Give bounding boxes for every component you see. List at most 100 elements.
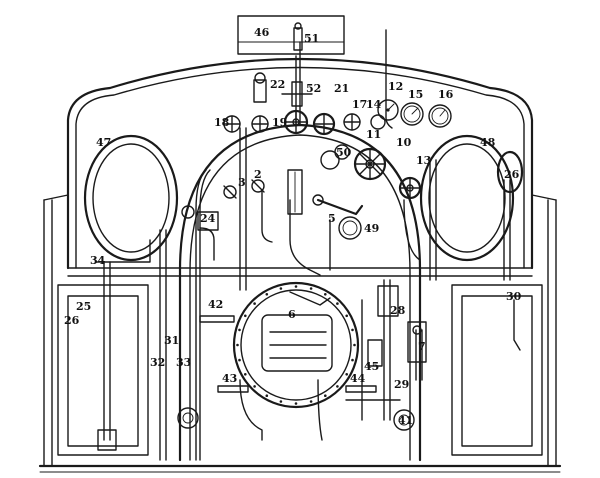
- label-45: 45: [364, 360, 379, 373]
- rivet: [345, 373, 349, 376]
- label-25: 25: [76, 300, 91, 313]
- rivet: [279, 400, 283, 403]
- injector-24: [181, 205, 219, 231]
- handwheel-19: [283, 109, 309, 135]
- device-45: [367, 339, 383, 367]
- rivet: [236, 343, 239, 347]
- valve-2: [251, 179, 265, 193]
- label-46: 46: [254, 26, 270, 39]
- rivet: [253, 302, 256, 305]
- rivet: [238, 328, 241, 332]
- rivet: [253, 385, 256, 388]
- bracket-43: [217, 385, 249, 393]
- label-26-left: 26: [64, 314, 80, 327]
- valve-3: [223, 185, 237, 199]
- gauge-50: [320, 144, 350, 170]
- label-16: 16: [438, 88, 454, 101]
- label-19: 19: [272, 116, 287, 129]
- top-valve-52: [281, 81, 313, 107]
- label-14: 14: [366, 98, 382, 111]
- label-50: 50: [336, 146, 352, 159]
- rivet: [294, 285, 298, 288]
- label-42: 42: [208, 298, 223, 311]
- regulator-5: [312, 194, 364, 216]
- device-28: [377, 285, 399, 317]
- rivet: [345, 314, 349, 318]
- label-13: 13: [416, 154, 431, 167]
- lower-left-valve: [177, 407, 199, 429]
- water-glass: [287, 169, 303, 215]
- rivet: [279, 287, 283, 290]
- device-7: [407, 321, 427, 363]
- handwheel-19b: [251, 115, 269, 133]
- whistle-51: [293, 22, 303, 51]
- bracket-42: [199, 315, 235, 323]
- cab-outline: [38, 15, 562, 473]
- label-12: 12: [388, 80, 403, 93]
- handwheel-21: [312, 112, 336, 136]
- left-cabinet: [57, 284, 149, 456]
- label-41: 41: [398, 414, 413, 427]
- reference-labels: 46 51 22 52 21 12 15 16 14 18 19 17 11 1…: [64, 26, 522, 427]
- label-28: 28: [390, 304, 406, 317]
- label-44: 44: [350, 372, 366, 385]
- label-32: 32: [150, 356, 165, 369]
- handwheel-17: [343, 113, 361, 131]
- gauge-49: [338, 216, 362, 240]
- handwheel-11: [353, 147, 387, 181]
- gauge-16: [428, 104, 452, 128]
- label-3: 3: [238, 176, 246, 189]
- bracket-44: [345, 385, 377, 393]
- label-11: 11: [366, 128, 381, 141]
- label-21: 21: [334, 82, 349, 95]
- label-5: 5: [328, 212, 336, 225]
- label-29: 29: [394, 378, 409, 391]
- pipework: [95, 29, 521, 461]
- rivet: [336, 385, 339, 388]
- rivet: [351, 358, 354, 362]
- label-49: 49: [364, 222, 379, 235]
- firebox-door: [232, 281, 360, 409]
- rivet: [351, 328, 354, 332]
- label-48: 48: [480, 136, 496, 149]
- rivet: [324, 394, 327, 398]
- right-cabinet: [451, 284, 543, 456]
- gauge-26-right: [496, 150, 524, 194]
- rivet: [324, 293, 327, 296]
- gauge-15: [400, 102, 424, 126]
- gauge-14: [370, 114, 386, 130]
- rivet: [238, 358, 241, 362]
- rivet: [244, 314, 247, 318]
- label-18: 18: [214, 116, 230, 129]
- handwheel-10: [398, 176, 422, 200]
- label-43: 43: [222, 372, 237, 385]
- label-6: 6: [288, 308, 296, 321]
- label-31: 31: [164, 334, 179, 347]
- label-7: 7: [418, 340, 426, 353]
- handwheel-18: [223, 115, 241, 133]
- right-window: [419, 134, 515, 262]
- label-47: 47: [96, 136, 111, 149]
- label-52: 52: [306, 82, 321, 95]
- rivet: [265, 394, 269, 398]
- label-2: 2: [254, 168, 262, 181]
- label-26-right: 26: [504, 168, 520, 181]
- rivet: [353, 343, 356, 347]
- label-33: 33: [176, 356, 191, 369]
- rivet: [294, 402, 298, 405]
- label-24: 24: [200, 212, 216, 225]
- floor-valve-left: [97, 429, 117, 451]
- rivet: [309, 400, 313, 403]
- label-10: 10: [396, 136, 412, 149]
- gauge-12: [377, 99, 399, 121]
- rivet: [309, 287, 313, 290]
- rivet: [336, 302, 339, 305]
- left-window: [83, 134, 179, 262]
- top-valve-22: [253, 72, 267, 103]
- label-17: 17: [352, 98, 367, 111]
- label-51: 51: [304, 32, 319, 45]
- rivet: [244, 373, 247, 376]
- lower-right-valve-41: [393, 409, 415, 431]
